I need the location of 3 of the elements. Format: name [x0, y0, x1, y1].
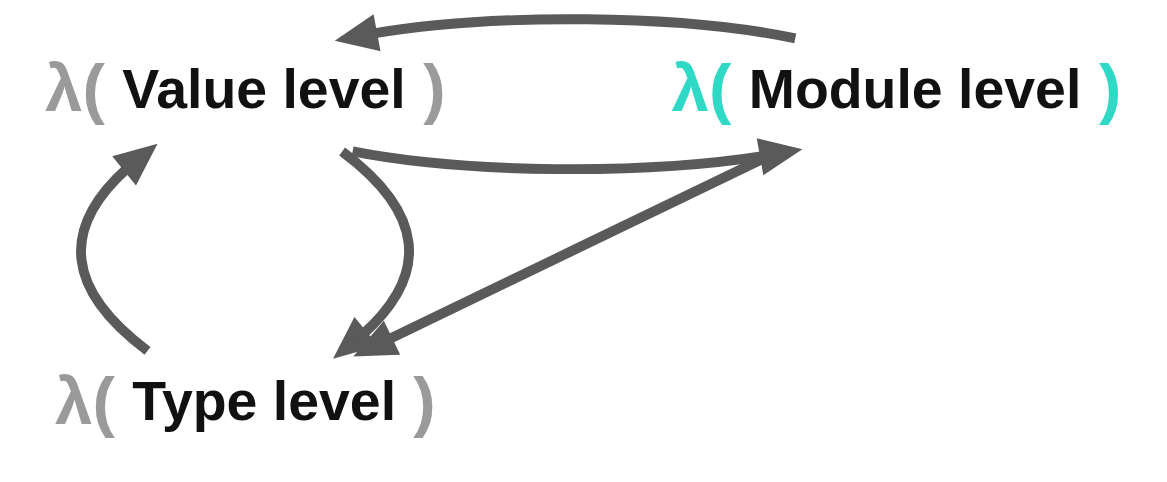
node-text: λ( Type level ) [55, 362, 436, 438]
node-text: λ( Module level ) [671, 49, 1122, 125]
node-text: λ( Value level ) [45, 49, 446, 125]
